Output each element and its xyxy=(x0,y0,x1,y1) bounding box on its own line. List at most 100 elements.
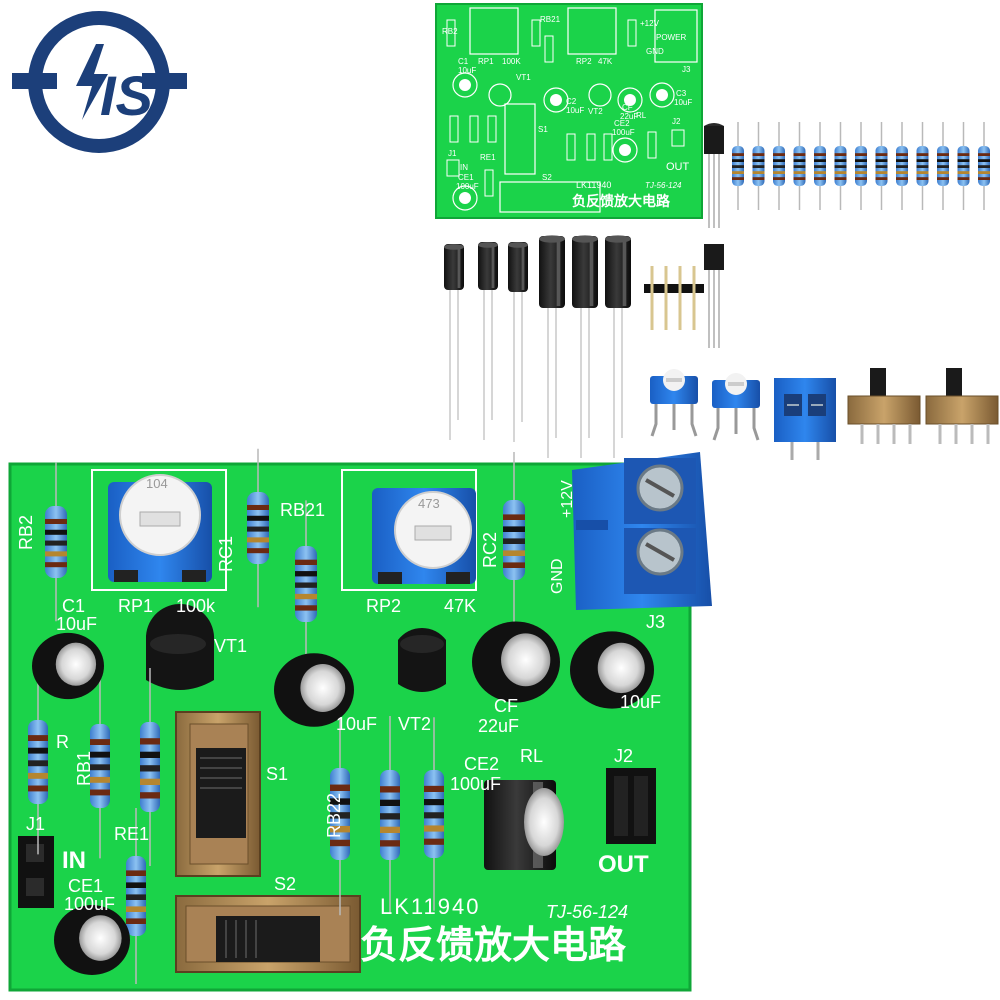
small-pcb-label: RL xyxy=(636,111,647,120)
capacitor-component xyxy=(54,905,130,975)
capacitor-component xyxy=(478,242,498,440)
pcb-label-j3: J3 xyxy=(646,612,665,632)
terminal-block-component xyxy=(774,378,836,460)
pcb-label-r: R xyxy=(56,732,69,752)
small-pcb-label: POWER xyxy=(656,33,686,42)
pcb-label-c3-value: 10uF xyxy=(620,692,661,712)
slide-switch-s2 xyxy=(175,895,361,973)
small-pcb-label: CF xyxy=(622,103,633,112)
potentiometer-component xyxy=(712,373,760,441)
pcb-title: 负反馈放大电路 xyxy=(360,925,627,967)
resistor-component xyxy=(978,122,990,210)
jumper-j2 xyxy=(606,768,656,844)
resistor-component xyxy=(380,716,400,914)
pcb-label-vt2: VT2 xyxy=(398,714,431,734)
pcb-label-in: IN xyxy=(62,847,86,874)
resistor-component xyxy=(45,462,67,622)
small-pcb-label: J3 xyxy=(682,65,691,74)
potentiometer-rp2: 473 xyxy=(372,488,476,584)
capacitor-component xyxy=(472,621,560,703)
pcb-label-rp1-value: 100k xyxy=(176,596,216,616)
small-pcb-label: VT2 xyxy=(588,107,603,116)
small-pcb-label: 100uF xyxy=(612,128,635,137)
small-pcb-label: J2 xyxy=(672,117,681,126)
pcb-label-re1: RE1 xyxy=(114,824,149,844)
resistor-component xyxy=(126,808,146,984)
small-pcb-label: J1 xyxy=(448,149,457,158)
potentiometer-marking: 104 xyxy=(146,476,168,491)
pcb-label-out: OUT xyxy=(598,851,649,878)
pcb-label-12v: +12V xyxy=(559,480,576,518)
capacitor-component xyxy=(444,244,464,440)
pin-header-component xyxy=(644,266,704,330)
resistor-component xyxy=(937,122,949,210)
capacitor-component xyxy=(605,235,631,458)
pcb-label-rc2: RC2 xyxy=(480,532,500,568)
resistor-component xyxy=(28,669,48,855)
small-pcb-model: LK11940 xyxy=(576,180,611,190)
pcb-label-vt1: VT1 xyxy=(214,636,247,656)
pcb-label-rp2-value: 47K xyxy=(444,596,476,616)
small-pcb-label: VT1 xyxy=(516,73,531,82)
pcb-label-ce1-value: 100uF xyxy=(64,894,115,914)
power-terminal-j3 xyxy=(572,452,712,610)
resistor-component xyxy=(752,122,765,210)
small-pcb-label: +12V xyxy=(640,19,660,28)
slide-switch-component xyxy=(925,368,999,444)
small-pcb-label: RE1 xyxy=(480,153,496,162)
transistor-component xyxy=(704,244,724,348)
pcb-label-rp1: RP1 xyxy=(118,596,153,616)
potentiometer-marking: 473 xyxy=(418,496,440,511)
small-pcb-label: 22uF xyxy=(620,112,638,121)
pcb-label-j2: J2 xyxy=(614,746,633,766)
pcb-label-rb22: RB22 xyxy=(324,793,344,838)
transistor-vt2 xyxy=(398,628,446,692)
small-pcb-label: GND xyxy=(646,47,664,56)
board-capacitors xyxy=(32,621,654,975)
slide-switch-s1 xyxy=(175,711,261,877)
pcb-label-s1: S1 xyxy=(266,764,288,784)
small-pcb: RB2 C1 10uF RP1 100K RB21 RP2 47K +12V P… xyxy=(435,3,703,219)
resistor-component xyxy=(140,668,160,866)
pcb-label-rp2: RP2 xyxy=(366,596,401,616)
resistor-component xyxy=(330,712,350,916)
resistor-component xyxy=(424,717,444,911)
pcb-label-ce1: CE1 xyxy=(68,876,103,896)
small-pcb-label: IN xyxy=(460,163,468,172)
resistor-component xyxy=(957,122,970,210)
resistor-component xyxy=(814,122,826,210)
pcb-label-ce2-value: 100uF xyxy=(450,774,501,794)
pcb-label-cf: CF xyxy=(494,696,518,716)
small-pcb-label: 47K xyxy=(598,57,613,66)
resistor-component xyxy=(793,122,806,210)
resistor-component xyxy=(834,122,847,210)
small-pcb-label: RB2 xyxy=(442,27,458,36)
resistor-component xyxy=(503,452,525,628)
resistor-component xyxy=(732,122,744,210)
capacitor-component xyxy=(572,235,598,458)
resistor-component xyxy=(90,673,110,859)
capacitor-component xyxy=(274,653,354,727)
potentiometer-rp1: 104 xyxy=(108,474,212,582)
pcb-model-number: LK11940 xyxy=(380,894,480,919)
capacitor-component xyxy=(32,632,104,700)
pcb-label-rc1: RC1 xyxy=(216,536,236,572)
small-pcb-label: 10uF xyxy=(566,106,584,115)
small-pcb-label: C2 xyxy=(566,97,577,106)
small-pcb-label: CE1 xyxy=(458,173,474,182)
small-pcb-label: C3 xyxy=(676,89,687,98)
pcb-label-s2: S2 xyxy=(274,874,296,894)
board-resistors xyxy=(28,448,525,984)
capacitor-row xyxy=(444,235,631,458)
brand-logo: IS xyxy=(12,11,187,153)
capacitor-component xyxy=(508,242,528,442)
resistor-component xyxy=(855,122,867,210)
pcb-label-rb21: RB21 xyxy=(280,500,325,520)
capacitor-component xyxy=(539,235,565,458)
capacitor-component xyxy=(570,631,654,709)
small-pcb-label: 100uF xyxy=(456,182,479,191)
small-pcb-label: 100K xyxy=(502,57,521,66)
small-pcb-label: CE2 xyxy=(614,119,630,128)
pcb-label-gnd: GND xyxy=(549,558,566,594)
transistor-component xyxy=(704,123,724,228)
